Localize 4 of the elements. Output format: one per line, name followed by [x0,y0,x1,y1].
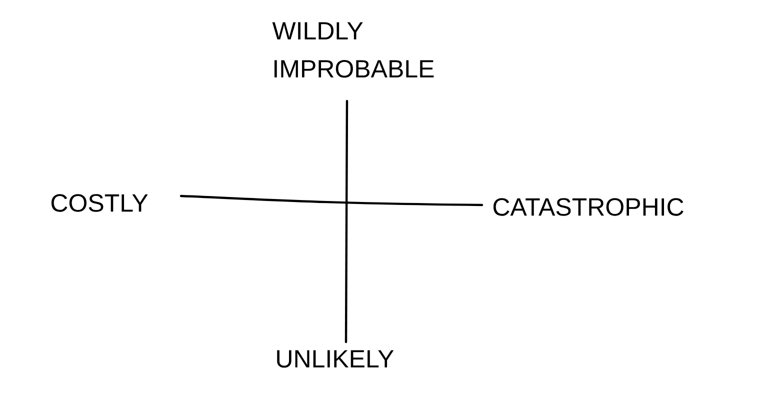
axis-label: WILDLY IMPROBABLE [272,22,434,78]
axis-label: COSTLY [51,194,148,212]
axis-label: UNLIKELY [277,350,394,368]
axis-label: CATASTROPHIC [493,198,684,216]
